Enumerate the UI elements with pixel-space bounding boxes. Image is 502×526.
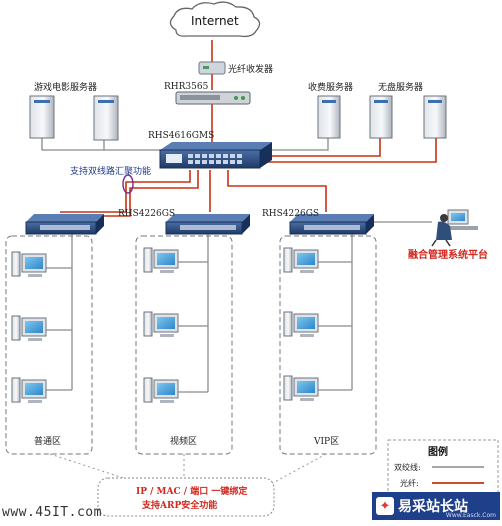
access-switch-left-icon — [25, 214, 104, 235]
pc-icon — [283, 375, 319, 401]
link-aggregation-label: 支持双线路汇聚功能 — [70, 165, 151, 177]
security-note-box — [97, 477, 275, 517]
left-server-group-label: 游戏电影服务器 — [34, 81, 97, 93]
fiber-cables — [60, 40, 437, 217]
pc-icon — [143, 311, 179, 337]
twisted-pair-cables — [41, 136, 432, 393]
legend: 图例 双绞线: 光纤: — [387, 439, 499, 499]
legend-title: 图例 — [428, 445, 448, 458]
site-logo-icon: ✦ — [376, 497, 394, 515]
access-switch-a-label: RHS4226GS — [118, 209, 175, 219]
core-switch-icon — [159, 142, 272, 169]
pc-icon — [283, 311, 319, 337]
site-logo: ✦ 易采站长站 Www.Easck.Com — [372, 492, 500, 520]
pc-icon — [11, 251, 47, 277]
security-note-line2: 支持ARP安全功能 — [141, 499, 217, 511]
internet-label: Internet — [191, 14, 239, 28]
converter-label: 光纤收发器 — [228, 63, 273, 75]
zone-label-video: 视频区 — [170, 435, 197, 447]
aggregation-marker — [122, 174, 134, 194]
billing-server-icon — [317, 95, 341, 139]
pc-icon — [11, 377, 47, 403]
management-workstation-icon — [431, 209, 478, 247]
security-note-line1: IP / MAC / 端口 一键绑定 — [136, 485, 248, 497]
pc-icon — [143, 247, 179, 273]
management-platform-label: 融合管理系统平台 — [408, 248, 488, 261]
zone-label-regular: 普通区 — [34, 435, 61, 447]
pc-icon — [283, 247, 319, 273]
core-switch-label: RHS4616GMS — [148, 131, 214, 141]
diskless-server-icon — [369, 95, 447, 139]
access-switch-middle-icon — [165, 214, 250, 235]
router-label: RHR3565 — [164, 82, 209, 92]
site-logo-sub: Www.Easck.Com — [445, 512, 496, 519]
billing-server-label: 收费服务器 — [308, 81, 353, 93]
access-switch-right-icon — [289, 214, 374, 235]
pc-icon — [11, 315, 47, 341]
zone-box-video — [135, 235, 233, 455]
pc-icon — [143, 377, 179, 403]
legend-fiber-label: 光纤: — [400, 478, 419, 488]
site-logo-name: 易采站长站 — [398, 499, 468, 515]
fiber-converter-icon — [198, 61, 226, 75]
router-icon — [175, 91, 251, 105]
zone-box-regular — [5, 235, 93, 455]
internet-cloud-icon — [169, 1, 261, 38]
game-movie-server-icon — [29, 95, 119, 141]
zone-label-vip: VIP区 — [313, 436, 339, 447]
zone-box-vip — [279, 235, 377, 455]
access-switch-b-label: RHS4226GS — [262, 209, 319, 219]
watermark-text: www.45IT.com — [2, 505, 102, 520]
diskless-server-label: 无盘服务器 — [378, 81, 423, 93]
legend-twisted-pair-label: 双绞线: — [394, 462, 421, 472]
